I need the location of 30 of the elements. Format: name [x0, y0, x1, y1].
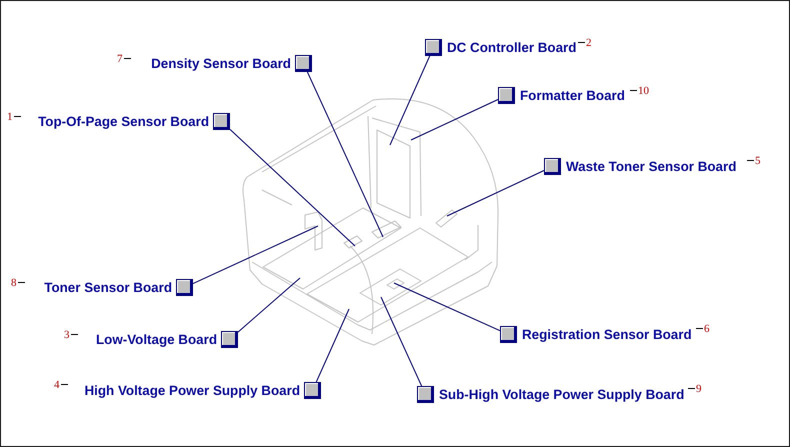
callout-number: 7 [117, 53, 130, 65]
leader-line [390, 56, 430, 146]
part-label: Toner Sensor Board [44, 279, 172, 296]
part-label: DC Controller Board [447, 39, 576, 56]
leader-line [410, 99, 498, 140]
part-label: High Voltage Power Supply Board [84, 382, 300, 399]
callout-number: 9 [688, 383, 702, 395]
callout-number: 2 [578, 37, 592, 49]
callout-number: 5 [747, 155, 760, 167]
part-label: Registration Sensor Board [522, 326, 692, 343]
part-label: Sub-High Voltage Power Supply Board [439, 386, 684, 403]
leader-line [230, 128, 356, 246]
part-label: Formatter Board [520, 87, 625, 104]
callout-number: 6 [696, 323, 710, 335]
part-label: Waste Toner Sensor Board [566, 158, 736, 175]
callout-number: 10 [630, 85, 649, 97]
part-label: Density Sensor Board [151, 55, 291, 72]
leader-line [380, 296, 422, 386]
leader-line [316, 308, 350, 382]
leader-line [394, 282, 500, 332]
leader-line [446, 170, 544, 216]
callout-number: 4 [54, 379, 68, 391]
leader-line [192, 226, 318, 284]
part-label: Top-Of-Page Sensor Board [38, 113, 209, 130]
leader-line [238, 278, 300, 333]
callout-number: 1 [7, 111, 20, 123]
part-label: Low-Voltage Board [96, 331, 217, 348]
leader-line [306, 72, 384, 238]
callout-number: 3 [64, 329, 78, 341]
callout-number: 8 [11, 277, 24, 289]
